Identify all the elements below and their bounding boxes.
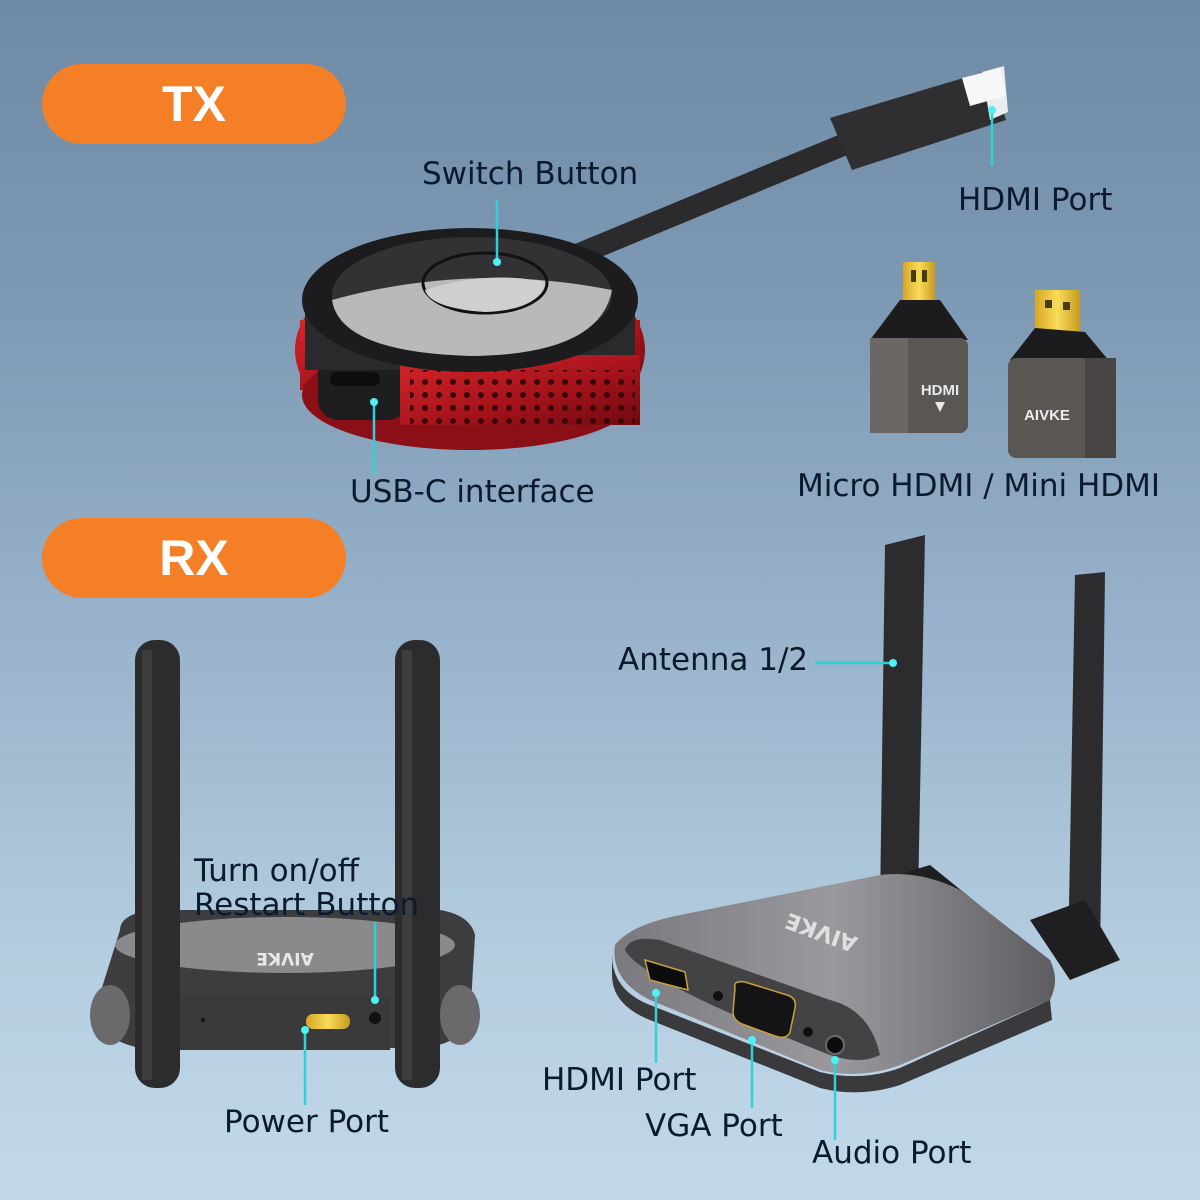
vga-port-label: VGA Port [645,1108,783,1144]
micro-hdmi-adapter: HDMI [870,262,968,433]
rx-receiver-vga: AIVKE [612,535,1120,1093]
tx-cable [549,66,1008,273]
mini-hdmi-adapter: AIVKE [1008,290,1116,458]
turn-on-off-label: Turn on/off [194,853,359,889]
rx-receiver-compact: AIVKE [90,640,480,1088]
usb-c-interface-label: USB-C interface [350,474,595,510]
power-port-label: Power Port [224,1104,390,1140]
restart-button-label: Restart Button [194,887,420,923]
tx-hdmi-port-label: HDMI Port [958,182,1113,218]
tx-dongle [295,228,645,450]
antenna-label: Antenna 1/2 [618,642,809,678]
audio-port-label: Audio Port [812,1135,972,1171]
leader-lines [303,110,994,1140]
svg-text:AIVKE: AIVKE [256,948,313,968]
svg-text:AIVKE: AIVKE [1024,407,1070,424]
adapters-label: Micro HDMI / Mini HDMI [797,468,1161,504]
rx-hdmi-port-label: HDMI Port [542,1062,697,1098]
switch-button-label: Switch Button [422,156,639,192]
rx-badge: RX [42,518,346,598]
tx-badge: TX [42,64,346,144]
svg-text:HDMI: HDMI [921,382,959,399]
